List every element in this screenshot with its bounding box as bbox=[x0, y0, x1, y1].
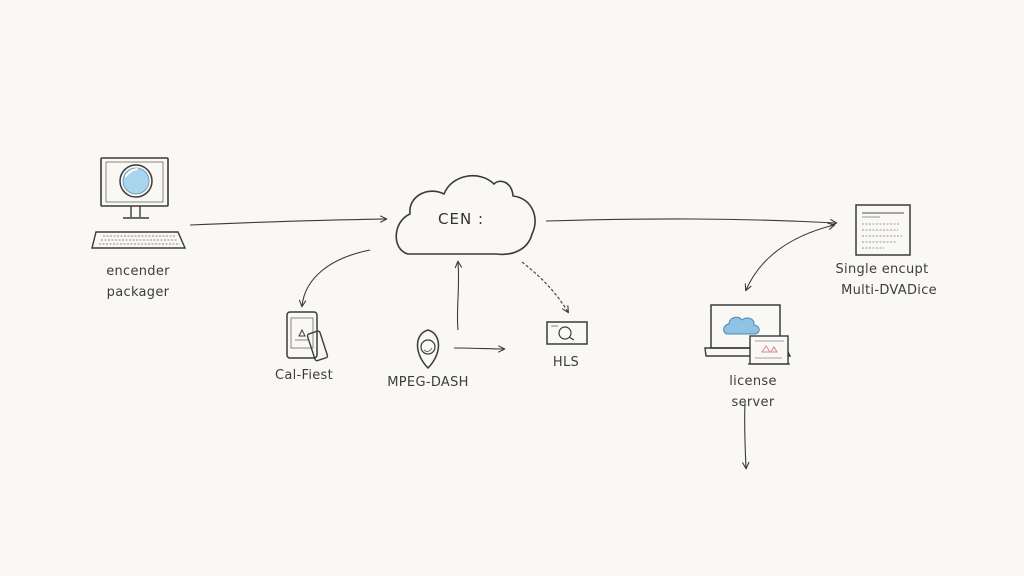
document-icon bbox=[855, 204, 911, 256]
arrow-cdn-to-hls bbox=[521, 261, 569, 314]
arrow-license-player bbox=[744, 222, 836, 292]
cdn-cloud-icon bbox=[395, 175, 536, 256]
hls-label: HLS bbox=[552, 355, 580, 370]
license-server-label: license server bbox=[729, 371, 776, 413]
mpeg-dash-label: MPEG-DASH bbox=[387, 375, 469, 390]
player-label-line2: Multi-DVADice bbox=[841, 283, 937, 298]
arrow-dash-to-hls bbox=[453, 345, 506, 353]
computer-icon bbox=[91, 157, 187, 249]
arrow-dash-to-cdn bbox=[454, 260, 463, 331]
arrow-encoder-to-cdn bbox=[189, 215, 388, 226]
license-label-line1: license bbox=[729, 374, 777, 389]
player-label-line1: Single encupt bbox=[835, 262, 929, 277]
hls-window-icon bbox=[546, 321, 588, 345]
laptop-icon bbox=[704, 304, 792, 365]
player-label: Single encupt Multi-DVADice bbox=[827, 259, 937, 301]
location-pin-icon bbox=[416, 329, 440, 370]
encoder-label-line2: packager bbox=[106, 285, 170, 300]
cdn-label: CEN : bbox=[438, 210, 484, 228]
license-label-line2: server bbox=[731, 395, 775, 410]
arrow-license-down bbox=[742, 402, 750, 470]
mobile-device-icon bbox=[286, 311, 329, 362]
arrow-cdn-to-player bbox=[545, 218, 838, 227]
arrow-cdn-to-mobile bbox=[298, 249, 371, 308]
mobile-label: Cal-Fiest bbox=[274, 368, 334, 383]
encoder-packager-label: encender packager bbox=[106, 261, 170, 303]
encoder-label-line1: encender bbox=[106, 264, 170, 279]
